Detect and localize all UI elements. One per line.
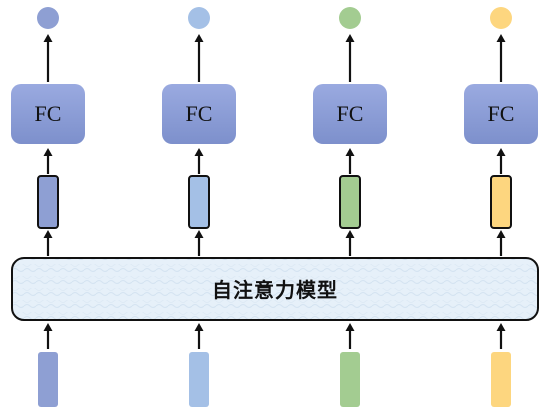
arrow-fc-2-head bbox=[194, 148, 204, 156]
arrow-fc-4-head bbox=[496, 148, 506, 156]
arrow-output-1-head bbox=[43, 34, 53, 42]
arrow-output-4-head bbox=[496, 34, 506, 42]
arrow-input-2-head bbox=[194, 323, 204, 331]
fc-label-2: FC bbox=[186, 101, 213, 126]
arrow-input-1-head bbox=[43, 323, 53, 331]
hidden-token-2 bbox=[188, 175, 210, 229]
input-token-2 bbox=[189, 352, 209, 407]
fc-label-3: FC bbox=[337, 101, 364, 126]
columns-group: FC FC FC FC bbox=[11, 7, 538, 407]
output-node-1 bbox=[37, 7, 59, 29]
arrow-input-3-head bbox=[345, 323, 355, 331]
arrow-hidden-4-head bbox=[496, 230, 506, 238]
fc-box-4 bbox=[464, 84, 538, 144]
input-token-3 bbox=[340, 352, 360, 407]
arrow-fc-3-head bbox=[345, 148, 355, 156]
fc-box-3 bbox=[313, 84, 387, 144]
fc-box-1 bbox=[11, 84, 85, 144]
hidden-token-3 bbox=[339, 175, 361, 229]
arrow-hidden-3-head bbox=[345, 230, 355, 238]
arrow-output-3-head bbox=[345, 34, 355, 42]
self-attention-label: 自注意力模型 bbox=[212, 278, 338, 302]
input-token-4 bbox=[491, 352, 511, 407]
self-attention-block bbox=[11, 257, 539, 321]
hidden-token-4 bbox=[490, 175, 512, 229]
output-node-2 bbox=[188, 7, 210, 29]
arrow-fc-1-head bbox=[43, 148, 53, 156]
input-token-1 bbox=[38, 352, 58, 407]
fc-label-1: FC bbox=[35, 101, 62, 126]
arrow-hidden-2-head bbox=[194, 230, 204, 238]
hidden-token-1 bbox=[37, 175, 59, 229]
arrow-output-2-head bbox=[194, 34, 204, 42]
fc-box-2 bbox=[162, 84, 236, 144]
fc-label-4: FC bbox=[488, 101, 515, 126]
arrow-hidden-1-head bbox=[43, 230, 53, 238]
output-node-3 bbox=[339, 7, 361, 29]
arrow-input-4-head bbox=[496, 323, 506, 331]
output-node-4 bbox=[490, 7, 512, 29]
